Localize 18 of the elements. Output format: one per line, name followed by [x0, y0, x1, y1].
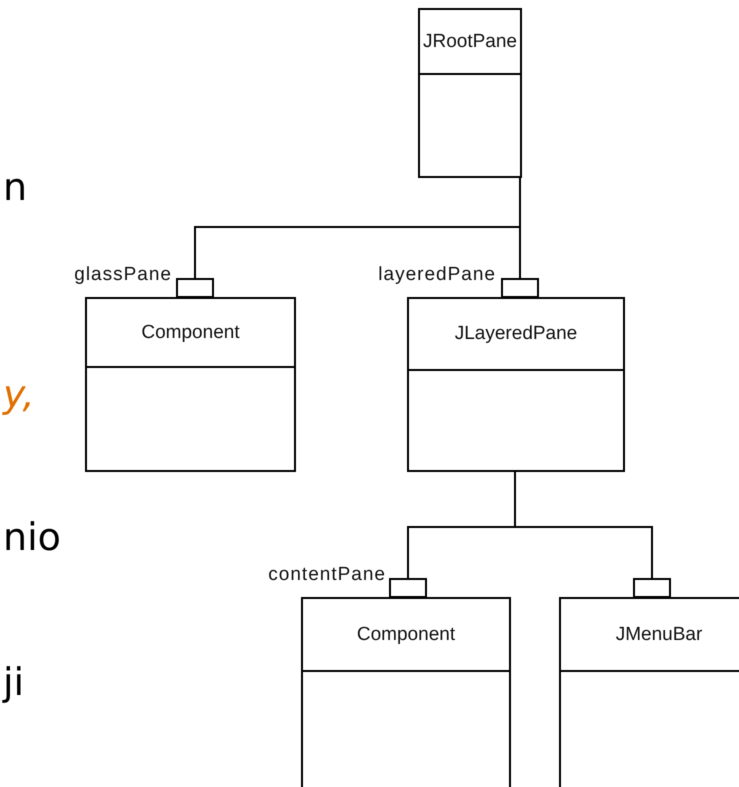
class-name: Component — [356, 624, 456, 646]
class-name: Component — [141, 322, 240, 344]
composition-line — [501, 178, 539, 298]
class-box — [407, 297, 625, 472]
class-box — [418, 8, 522, 178]
text-fragment: ji — [1, 660, 26, 704]
role-label: layeredPane — [377, 264, 497, 286]
text-fragment: nio — [2, 515, 62, 559]
class-box — [85, 297, 296, 472]
text-fragment: y, — [1, 372, 36, 416]
class-box — [559, 597, 739, 787]
class-name: JLayeredPane — [454, 323, 578, 345]
role-label: glassPane — [73, 264, 173, 286]
text-fragment: n — [2, 165, 28, 209]
composition-line — [514, 472, 671, 598]
class-box — [301, 597, 511, 787]
class-name: JMenuBar — [616, 624, 702, 646]
class-name: JRootPane — [422, 30, 517, 52]
